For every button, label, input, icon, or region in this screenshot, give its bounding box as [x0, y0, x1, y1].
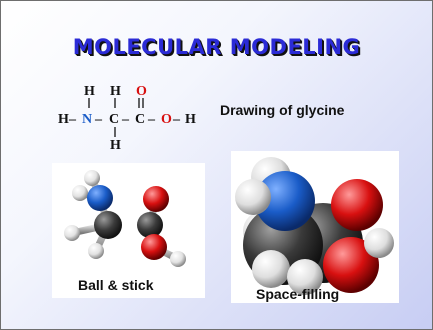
space-filling-caption: Space-filling — [256, 286, 340, 302]
atom-h-top-1: H — [84, 84, 95, 99]
atom-n: N — [82, 112, 92, 127]
atom-h-top-2: H — [110, 84, 121, 99]
bond-c-o: – — [147, 112, 156, 127]
ball-stick-illustration — [64, 170, 186, 267]
bond-n-c: – — [94, 112, 103, 127]
atom-o-hydroxyl: O — [161, 112, 172, 127]
ball-stick-caption: Ball & stick — [78, 277, 154, 293]
drawing-caption: Drawing of glycine — [220, 102, 345, 118]
atom-h-left: H — [58, 112, 69, 127]
ball-stick-model-image — [52, 163, 205, 298]
space-filling-model-image — [231, 151, 399, 303]
slide-title: MOLECULAR MODELING — [72, 35, 361, 59]
bond-c-c: – — [121, 112, 130, 127]
atom-o-top: O — [136, 84, 147, 99]
glycine-structural-formula: H H O H – N – C – C – O – H H — [58, 84, 196, 153]
space-filling-illustration — [235, 157, 394, 295]
atom-c-alpha: C — [109, 112, 119, 127]
atom-h-right: H — [185, 112, 196, 127]
atom-c-carboxyl: C — [135, 112, 145, 127]
bond-o-h: – — [172, 112, 181, 127]
bond-h-n: – — [68, 112, 77, 127]
atom-h-bottom: H — [110, 138, 121, 153]
